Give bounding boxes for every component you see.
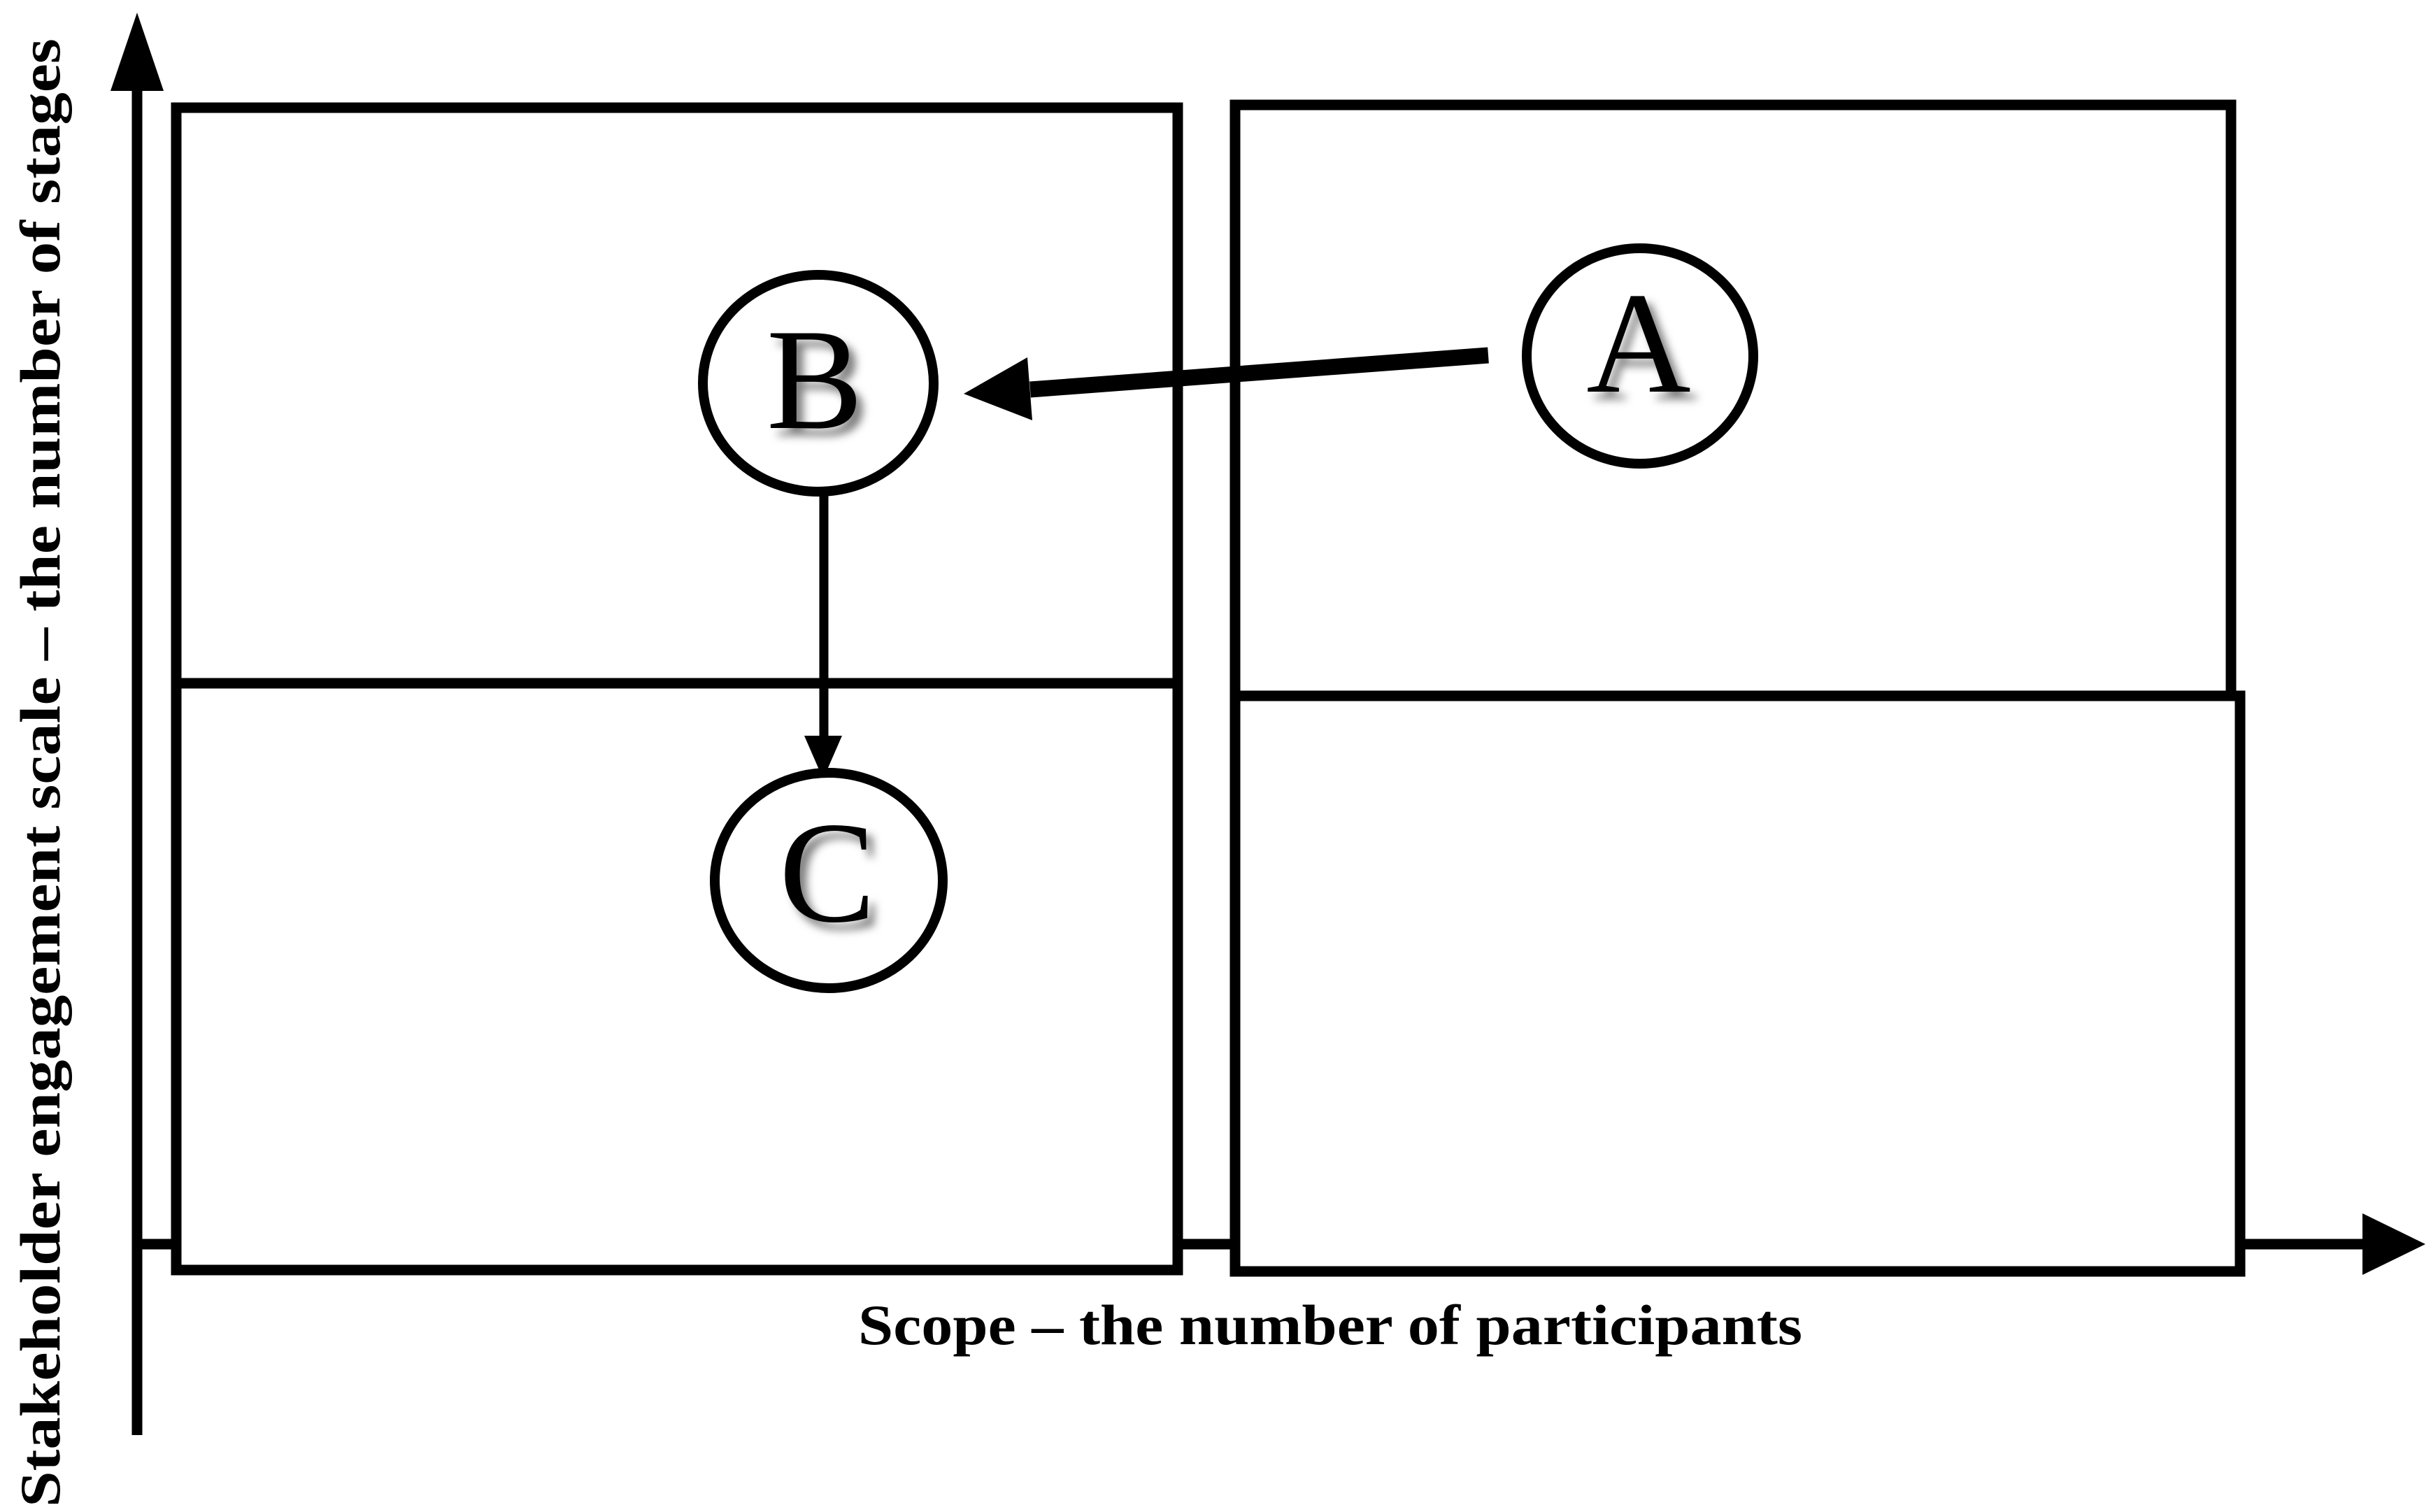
arrow-a-to-b-head-icon [964,357,1032,420]
y-axis-arrowhead-icon [110,13,164,91]
node-b-circle [698,270,939,497]
node-c-circle [710,768,948,993]
arrow-a-to-b-shaft [1029,347,1489,398]
arrow-b-to-c [804,492,842,779]
quadrant-bottom-left [171,678,1183,1276]
node-b: B [698,270,939,497]
node-a-circle [1522,243,1758,469]
x-axis-label: Scope – the number of participants [858,1293,1802,1357]
arrow-a-to-b [964,347,1489,420]
node-c: C [710,768,948,993]
y-axis-label: Stakeholder engagement scale – the numbe… [8,38,72,1507]
x-axis-arrowhead-icon [2362,1213,2425,1275]
quadrant-bottom-right [1229,690,2246,1277]
node-a-label: A [1586,263,1691,423]
y-axis [110,13,164,1435]
arrow-b-to-c-head-icon [804,736,842,779]
node-c-label: C [779,792,876,953]
node-b-label: B [767,299,863,459]
node-a: A [1522,243,1758,469]
